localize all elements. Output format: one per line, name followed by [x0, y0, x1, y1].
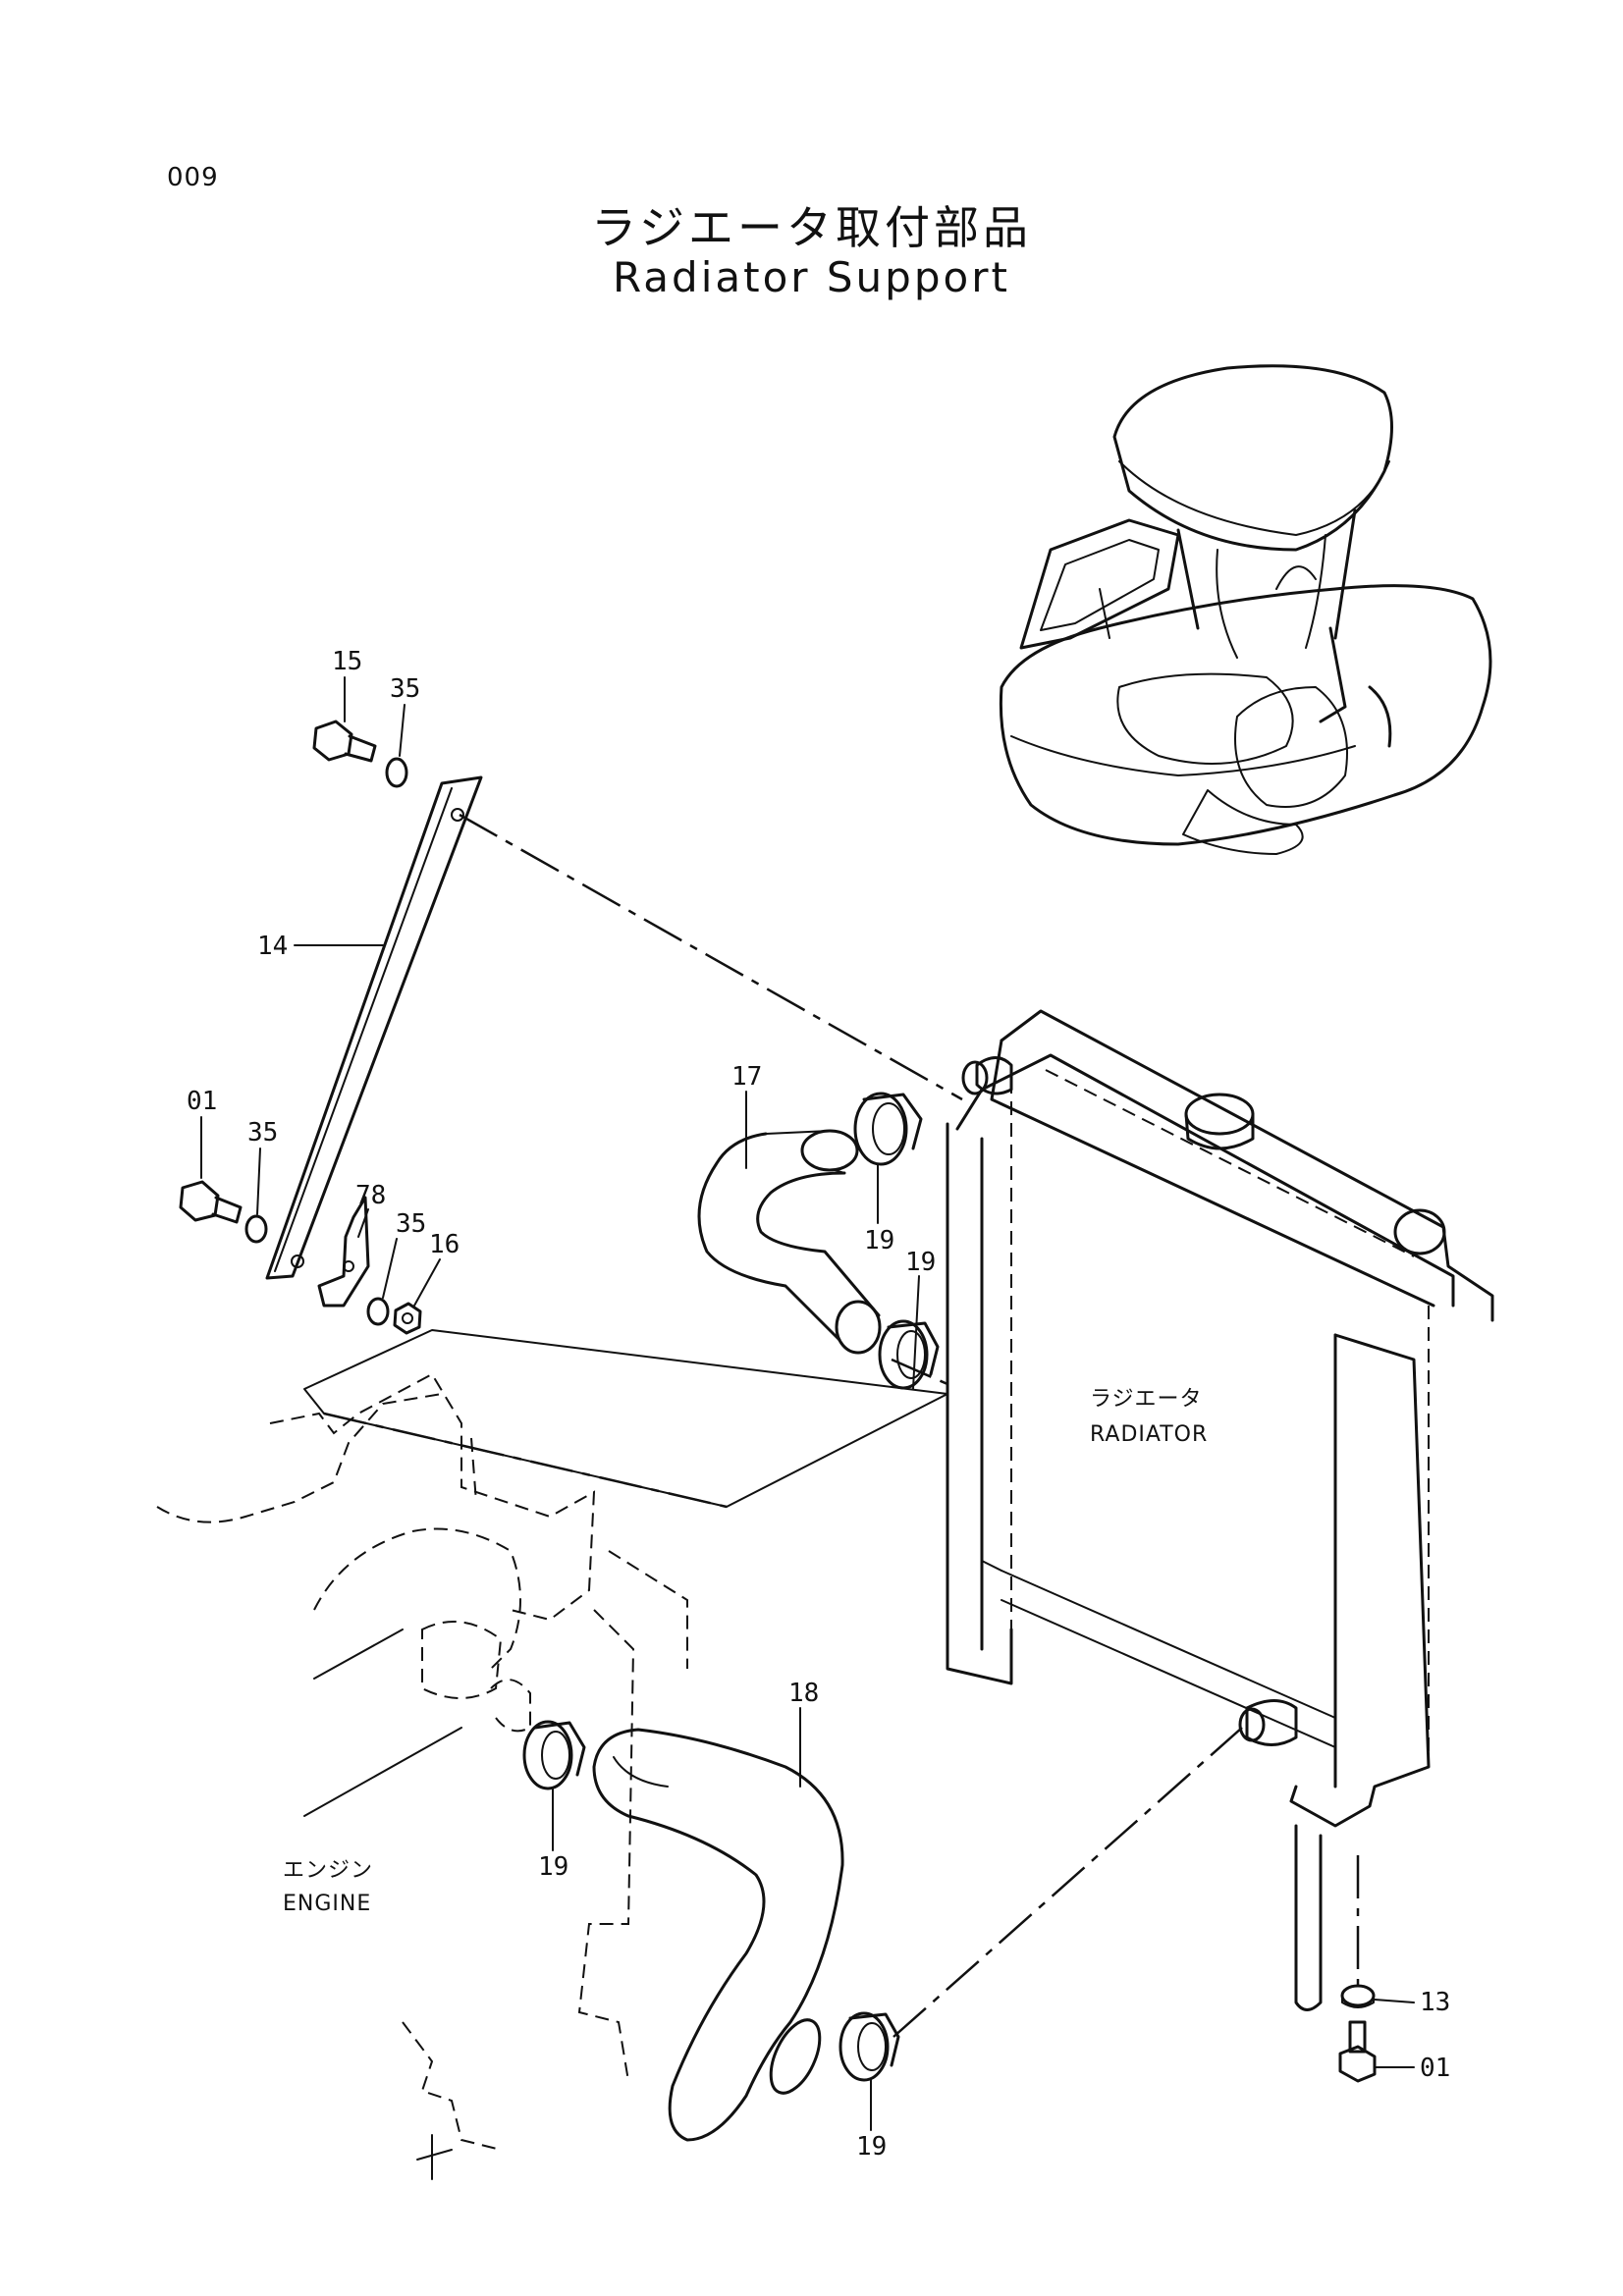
clamp-19-middle	[878, 1319, 940, 1390]
callout-01-left: 01	[187, 1087, 217, 1116]
washer-35-left	[244, 1214, 268, 1244]
nut-16	[393, 1302, 422, 1335]
callout-19-middle: 19	[905, 1248, 936, 1277]
callout-15: 15	[332, 647, 362, 676]
callout-14: 14	[257, 932, 288, 961]
bolt-01-left	[179, 1180, 243, 1224]
callout-19-engine: 19	[538, 1852, 568, 1882]
clamp-19-lower	[839, 2011, 900, 2082]
engine-label-en: ENGINE	[283, 1892, 371, 1916]
lower-hose	[592, 1728, 844, 2142]
machine-overview-illustration	[999, 364, 1492, 855]
clamp-19-engine	[522, 1720, 586, 1790]
callout-35-left: 35	[247, 1118, 278, 1148]
bolt-15	[312, 720, 377, 763]
callout-18: 18	[788, 1679, 819, 1708]
washer-35-top	[385, 757, 408, 788]
drain-washer-13	[1340, 1984, 1376, 2008]
leader-lines	[200, 676, 1415, 2131]
callout-78: 78	[355, 1181, 386, 1210]
callout-19-lower: 19	[856, 2132, 887, 2162]
page-number: 009	[167, 163, 219, 192]
reference-lines	[303, 813, 1360, 2038]
callout-16: 16	[429, 1230, 460, 1259]
callout-19-upper: 19	[864, 1226, 894, 1255]
drain-bolt-01	[1338, 2020, 1377, 2083]
callout-35-mid: 35	[396, 1209, 426, 1239]
upper-hose	[697, 1129, 882, 1355]
stay-bar	[265, 775, 483, 1280]
page-title-en: Radiator Support	[613, 253, 1010, 301]
callout-17: 17	[731, 1062, 762, 1092]
engine-label-jp: エンジン	[283, 1858, 373, 1883]
washer-35-mid	[366, 1297, 390, 1326]
callout-01-drain: 01	[1420, 2054, 1450, 2083]
bracket	[317, 1196, 370, 1308]
callout-13: 13	[1420, 1988, 1450, 2017]
page-title-jp: ラジエータ取付部品	[590, 201, 1033, 254]
clamp-19-upper	[853, 1092, 923, 1166]
engine-outline	[156, 1372, 688, 2180]
radiator-label-en: RADIATOR	[1090, 1422, 1208, 1447]
radiator-assembly	[946, 1009, 1494, 2011]
callout-35-top: 35	[390, 674, 420, 704]
radiator-label-jp: ラジエータ	[1090, 1387, 1203, 1412]
